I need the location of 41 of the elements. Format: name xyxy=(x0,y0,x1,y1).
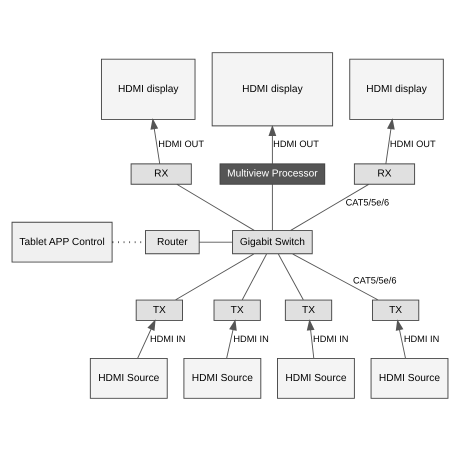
edge-label: HDMI IN xyxy=(404,333,440,344)
node-box: RX xyxy=(130,162,192,184)
connector xyxy=(176,183,255,230)
edge-label: HDMI IN xyxy=(313,333,348,344)
node-box: TX xyxy=(284,299,332,320)
connector xyxy=(198,241,233,242)
node-box: Tablet APP Control xyxy=(12,221,113,262)
node-box: HDMI display xyxy=(349,58,444,120)
edge-label: CAT5/5e/6 xyxy=(346,197,390,208)
node-box: HDMI display xyxy=(100,58,196,120)
node-box: Router xyxy=(145,230,200,254)
connector xyxy=(292,252,379,300)
node-box: RX xyxy=(354,162,416,184)
node-box: TX xyxy=(372,299,420,320)
node-box: HDMI Source xyxy=(277,358,355,398)
node-box: TX xyxy=(214,299,261,320)
node-box: HDMI Source xyxy=(370,358,448,398)
connector xyxy=(272,184,273,230)
node-box: TX xyxy=(136,299,183,320)
connector xyxy=(242,252,268,300)
arrow xyxy=(226,318,237,358)
arrow xyxy=(268,124,276,164)
edge-label: CAT5/5e/6 xyxy=(353,274,397,285)
node-box: HDMI display xyxy=(212,52,334,126)
edge-label: HDMI IN xyxy=(233,333,269,344)
node-box: HDMI Source xyxy=(90,358,168,398)
arrow xyxy=(150,118,160,164)
edge-label: HDMI OUT xyxy=(390,138,436,149)
node-box: Gigabit Switch xyxy=(232,230,313,254)
connector xyxy=(290,183,370,230)
edge-label: HDMI IN xyxy=(150,333,186,344)
arrow xyxy=(137,318,156,358)
arrow xyxy=(385,118,395,164)
edge-label: HDMI OUT xyxy=(273,138,319,149)
edge-label: HDMI OUT xyxy=(158,138,204,149)
connector xyxy=(174,252,254,300)
arrow xyxy=(396,318,406,358)
connector xyxy=(278,252,304,300)
arrow xyxy=(306,318,315,358)
node-box: HDMI Source xyxy=(183,358,262,398)
node-box: Multiview Processor xyxy=(220,162,326,184)
